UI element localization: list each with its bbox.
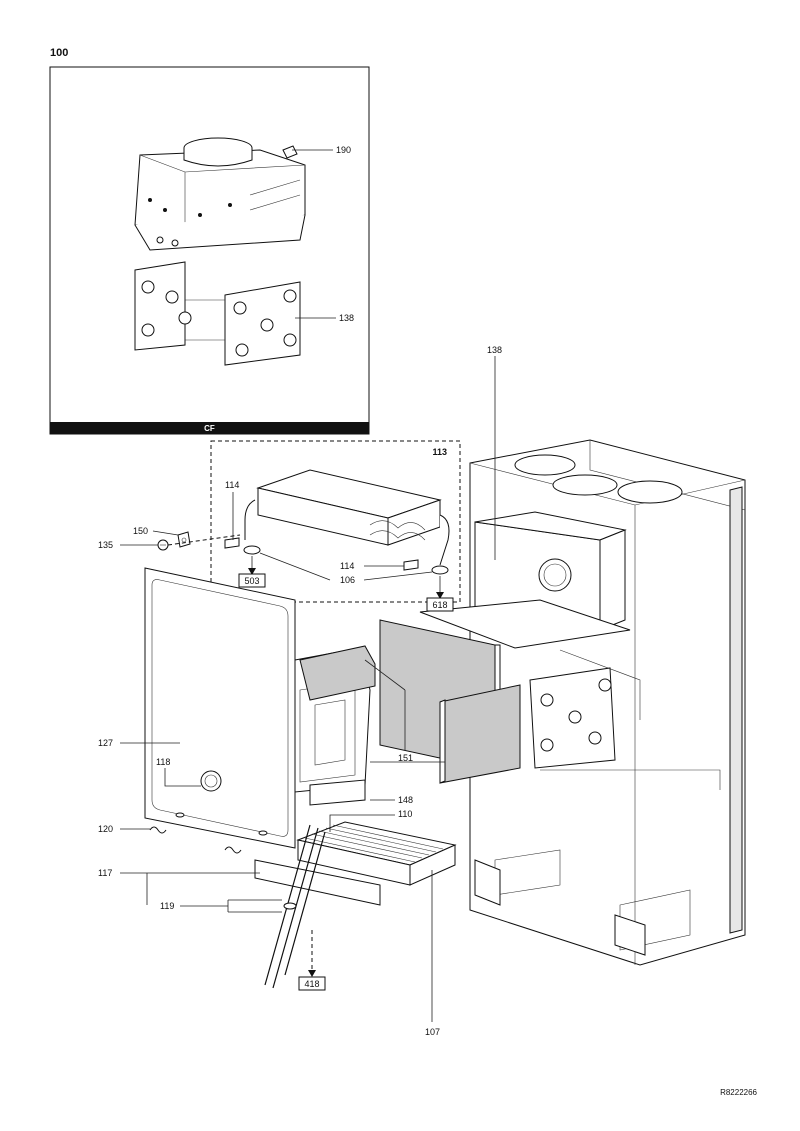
burner-107: [254, 821, 457, 906]
callout-127: 127: [98, 738, 113, 748]
clip-120: [149, 826, 242, 854]
inset-footer-bar: [50, 422, 369, 434]
figure-number: 100: [50, 47, 68, 59]
svg-text:418: 418: [304, 979, 319, 989]
rear-insulation-panel: [299, 645, 376, 701]
reference-code: R8222266: [720, 1088, 757, 1097]
callout-135: 135: [98, 540, 113, 550]
svg-text:503: 503: [244, 576, 259, 586]
callout-114-right: 114: [340, 561, 354, 571]
heat-exchanger-block: [529, 667, 616, 769]
inset-callout-190: 190: [336, 145, 351, 155]
ignition-electrodes-110: [264, 824, 326, 989]
insulation-panel-front: [439, 684, 521, 784]
screw-135: [157, 539, 169, 551]
group-label-113: 113: [432, 447, 447, 457]
ref-box-418: 418: [298, 976, 326, 991]
ref-box-503: 503: [238, 573, 266, 588]
inset-footer-label: CF: [204, 424, 215, 433]
inset-sensor-190: [282, 145, 298, 159]
group-box-113: 113: [210, 440, 461, 603]
callout-118: 118: [156, 757, 170, 767]
inset-exchanger-plates: [134, 261, 301, 366]
heat-exchanger-coil: [243, 469, 450, 575]
callout-110: 110: [398, 809, 412, 819]
inset-cf-variant: CF: [49, 66, 370, 435]
callout-148: 148: [398, 795, 413, 805]
clip-114-right: [403, 559, 419, 571]
inset-draft-hood: [134, 137, 306, 251]
svg-text:618: 618: [432, 600, 447, 610]
callout-150: 150: [133, 526, 148, 536]
inset-callout-138: 138: [339, 313, 354, 323]
combustion-chamber-138: [419, 511, 631, 649]
callout-107: 107: [425, 1027, 440, 1037]
clip-114-left: [224, 537, 240, 549]
callout-117: 117: [98, 868, 112, 878]
bracket-150: [177, 531, 191, 548]
ref-box-618: 618: [426, 597, 454, 612]
front-panel-127: [144, 567, 296, 849]
callout-106: 106: [340, 575, 355, 585]
callout-120: 120: [98, 824, 113, 834]
callout-114-left: 114: [225, 480, 239, 490]
callout-138: 138: [487, 345, 502, 355]
callout-151: 151: [398, 753, 413, 763]
callout-119: 119: [160, 901, 174, 911]
